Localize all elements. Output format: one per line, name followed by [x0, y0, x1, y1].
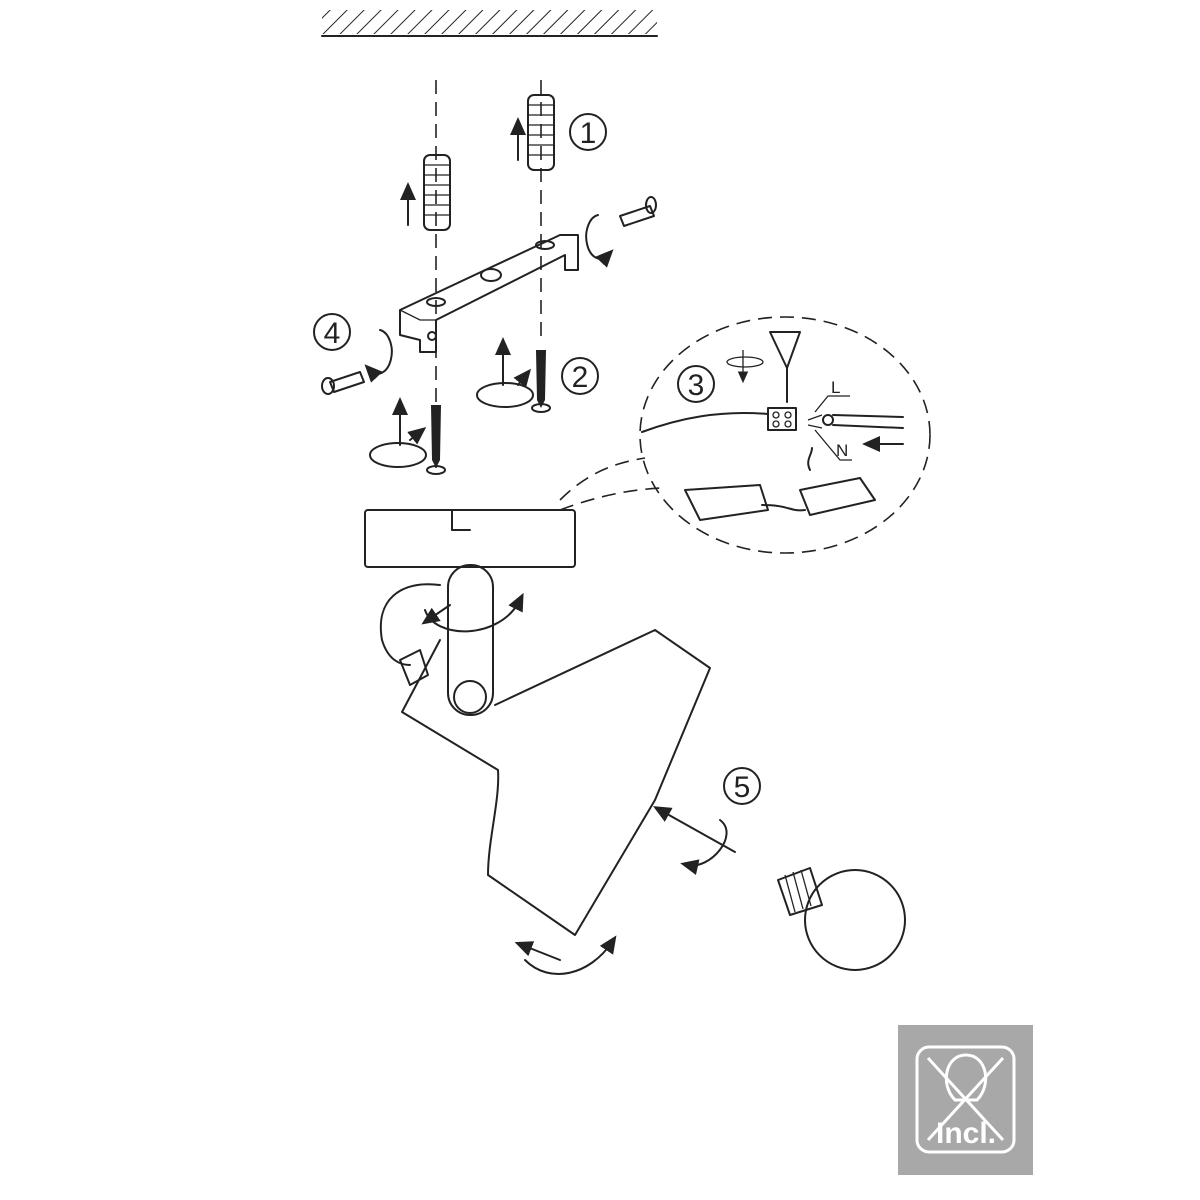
step-1-badge: 1 [569, 113, 607, 151]
step-2-badge: 2 [561, 357, 599, 395]
incl-label: Incl. [936, 1117, 996, 1150]
ceiling [321, 10, 658, 37]
step-number: 1 [580, 117, 597, 150]
screw-icon [476, 337, 551, 413]
ceiling-canopy [364, 509, 576, 568]
wiring-detail-bubble: L N 3 [559, 316, 931, 554]
rotate-arrow-icon [680, 819, 728, 876]
step-number: 4 [324, 317, 341, 350]
bulb-crossed-out-icon [926, 1053, 1005, 1142]
wall-plug-icon [527, 94, 555, 171]
step-number: 2 [572, 361, 589, 394]
step-4-badge: 4 [313, 313, 351, 351]
screw-icon [369, 397, 446, 475]
step-number: 5 [734, 771, 751, 804]
step-number: 3 [688, 369, 705, 402]
step-5-badge: 5 [723, 767, 761, 805]
bulb-not-included-badge: Incl. [898, 1025, 1033, 1175]
side-screw-icon [585, 196, 657, 268]
live-label: L [831, 378, 840, 397]
side-screw-icon [321, 329, 393, 395]
spotlight-lamp [379, 564, 711, 975]
wall-plug-icon [423, 154, 451, 231]
neutral-label: N [836, 441, 848, 460]
light-bulb [777, 867, 906, 971]
mounting-bracket [399, 234, 579, 353]
step-3-badge [677, 365, 715, 403]
